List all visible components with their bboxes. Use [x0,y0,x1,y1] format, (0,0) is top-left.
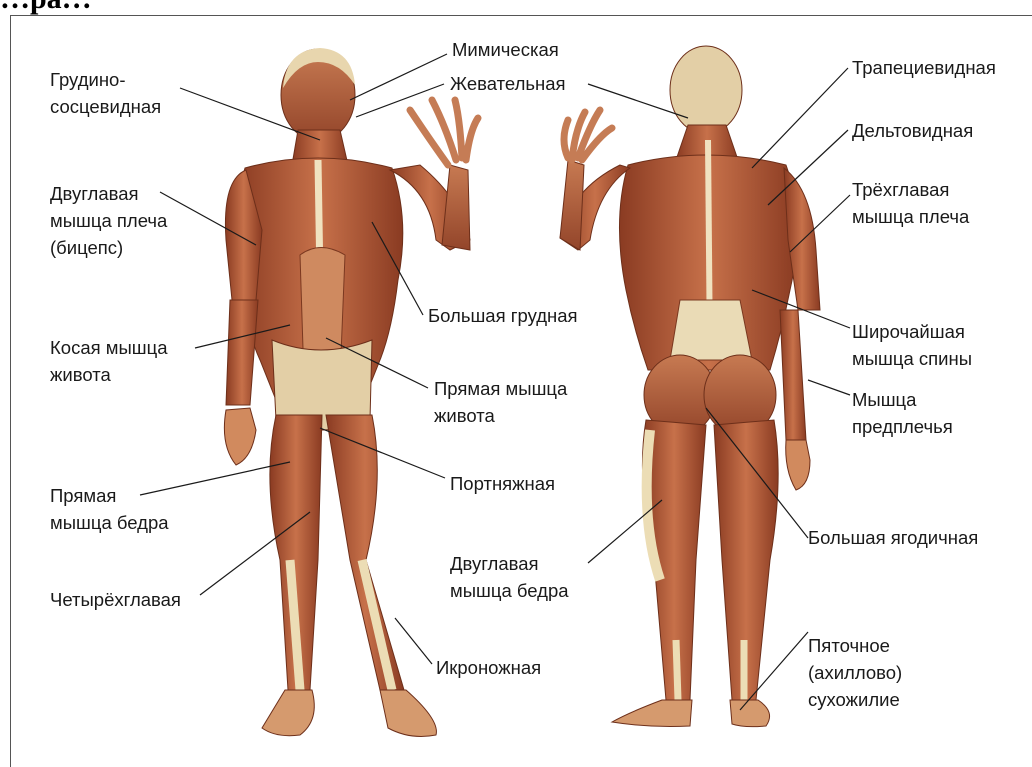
label-bolshaya-yagodichnaya: Большая ягодичная [808,524,978,551]
back-achilles-left [676,640,678,700]
label-myshtsa-predplechya: Мышца предплечья [852,386,953,440]
front-hand-right [410,100,478,165]
leader-mimicheskaya [350,54,447,100]
back-foot-left [612,700,692,727]
back-arm-left-fore [560,160,584,250]
label-shirochayshaya: Широчайшая мышца спины [852,318,972,372]
front-foot-left [262,690,314,736]
label-triceps: Трёхглавая мышца плеча [852,176,969,230]
back-hand-left [564,110,612,160]
back-arm-right-fore [780,310,806,440]
label-dvuglavaya-myshtsa-bedra: Двуглавая мышца бедра [450,550,569,604]
label-deltovidnaya: Дельтовидная [852,117,973,144]
label-biceps: Двуглавая мышца плеча (бицепс) [50,180,167,261]
label-trapetsievidnaya: Трапециевидная [852,54,996,81]
front-arm-right-fore [442,165,470,250]
front-arm-left-fore [226,300,258,405]
label-chetyrekhglavaya: Четырёхглавая [50,586,181,613]
back-hand-right [786,440,810,490]
back-figure [560,46,820,727]
label-grudino-sostsevidnaya: Грудино- сосцевидная [50,66,161,120]
label-pryamaya-myshtsa-zhivota: Прямая мышца живота [434,375,567,429]
label-ikronozhnaya: Икроножная [436,654,541,681]
front-foot-right [380,690,436,736]
back-head [670,46,742,134]
label-kosaya-myshtsa: Косая мышца живота [50,334,168,388]
back-foot-right [730,700,770,727]
leader-trapetsievidnaya [752,68,848,168]
label-pyatochnoe-sukhozhilie: Пяточное (ахиллово) сухожилие [808,632,902,713]
label-bolshaya-grudnaya: Большая грудная [428,302,578,329]
leader-predplechya [808,380,850,395]
front-leg-right [326,415,404,690]
label-mimicheskaya: Мимическая [452,36,559,63]
label-pryamaya-myshtsa-bedra: Прямая мышца бедра [50,482,169,536]
label-zhevatelnaya: Жевательная [450,70,566,97]
back-lumbar-fascia [670,300,752,360]
leader-ikronozhnaya [395,618,432,664]
label-portnyazhnaya: Портняжная [450,470,555,497]
front-hand-left [224,408,256,465]
